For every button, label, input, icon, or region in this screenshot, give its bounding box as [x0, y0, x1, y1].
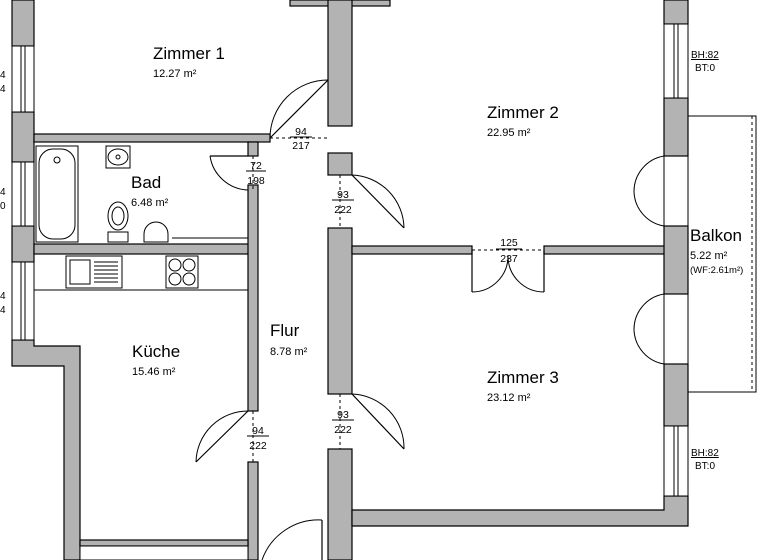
room-area-zimmer3: 23.12 m² [487, 392, 531, 404]
room-name-bad: Bad [131, 173, 161, 192]
window [11, 45, 35, 113]
wall [351, 245, 473, 255]
window [11, 161, 35, 227]
wall [663, 0, 689, 25]
door [209, 155, 254, 191]
room-name-flur: Flur [270, 321, 300, 340]
door-dimension: 94 222 [247, 425, 269, 452]
room-name-zimmer2: Zimmer 2 [487, 103, 559, 122]
room-area-kueche: 15.46 m² [132, 366, 176, 378]
window [663, 23, 689, 99]
wall [663, 225, 689, 295]
door-dimension: 93 222 [332, 189, 354, 216]
svg-text:BH:82: BH:82 [691, 448, 719, 459]
svg-text:93: 93 [337, 189, 349, 201]
wall [247, 184, 259, 412]
wall [11, 111, 35, 163]
svg-text:222: 222 [334, 424, 352, 436]
door-dimension: 94 217 [290, 126, 312, 152]
room-area-bad: 6.48 m² [131, 197, 169, 209]
room-area-zimmer2: 22.95 m² [487, 127, 531, 139]
room-area-flur: 8.78 m² [270, 346, 308, 358]
toilet [107, 201, 129, 243]
room-name-balkon: Balkon [690, 226, 742, 245]
room-area-balkon: 5.22 m² [690, 250, 728, 262]
room-name-zimmer1: Zimmer 1 [153, 44, 225, 63]
window [79, 545, 249, 560]
wall [33, 133, 271, 143]
wall [327, 152, 353, 176]
wall [11, 225, 35, 263]
svg-text:198: 198 [247, 175, 265, 187]
door-dimension: 125 237 [496, 237, 522, 265]
wall [247, 141, 259, 157]
wall [33, 243, 253, 255]
wall [663, 97, 689, 157]
edge-label: 0 [0, 201, 6, 212]
bathtub [35, 145, 79, 243]
svg-text:72: 72 [250, 160, 262, 172]
edge-label: 4 [0, 84, 6, 95]
room-area-zimmer1: 12.27 m² [153, 68, 197, 80]
door-dimension: 72 198 [246, 160, 266, 187]
svg-text:217: 217 [292, 140, 310, 152]
svg-text:BH:82: BH:82 [691, 50, 719, 61]
svg-text:222: 222 [249, 440, 267, 452]
sink [105, 145, 131, 169]
svg-text:222: 222 [334, 204, 352, 216]
wall [543, 245, 667, 255]
svg-text:237: 237 [500, 253, 518, 265]
window [11, 261, 35, 341]
wall [351, 495, 689, 527]
svg-text:94: 94 [295, 126, 307, 138]
wall [79, 539, 249, 547]
door [471, 249, 545, 293]
room-name-kueche: Küche [132, 342, 180, 361]
door-dimension: 93 222 [332, 409, 354, 436]
door [339, 174, 405, 229]
room-note-balkon: (WF:2.61m²) [690, 265, 743, 276]
svg-text:BT:0: BT:0 [695, 63, 715, 74]
wall [327, 0, 353, 127]
door [261, 519, 323, 560]
window [663, 425, 689, 497]
window-label: BH:82 BT:0 [691, 448, 719, 472]
stove [165, 255, 199, 289]
edge-label: 4 [0, 291, 6, 302]
door [633, 293, 665, 365]
wall [11, 0, 35, 47]
edge-label: 4 [0, 187, 6, 198]
edge-label: 4 [0, 70, 6, 81]
svg-text:93: 93 [337, 409, 349, 421]
wall [247, 461, 259, 560]
door [633, 155, 665, 227]
svg-text:BT:0: BT:0 [695, 461, 715, 472]
kitchen-sink [65, 255, 123, 289]
edge-label: 4 [0, 305, 6, 316]
washbasin [143, 221, 169, 243]
wall [11, 339, 81, 560]
window-label: BH:82 BT:0 [691, 50, 719, 74]
wall [327, 227, 353, 395]
wall [663, 363, 689, 427]
svg-text:125: 125 [500, 237, 518, 249]
svg-text:94: 94 [252, 425, 264, 437]
door [339, 393, 405, 450]
wall [327, 448, 353, 560]
door [195, 410, 254, 463]
door [269, 79, 329, 139]
room-name-zimmer3: Zimmer 3 [487, 368, 559, 387]
